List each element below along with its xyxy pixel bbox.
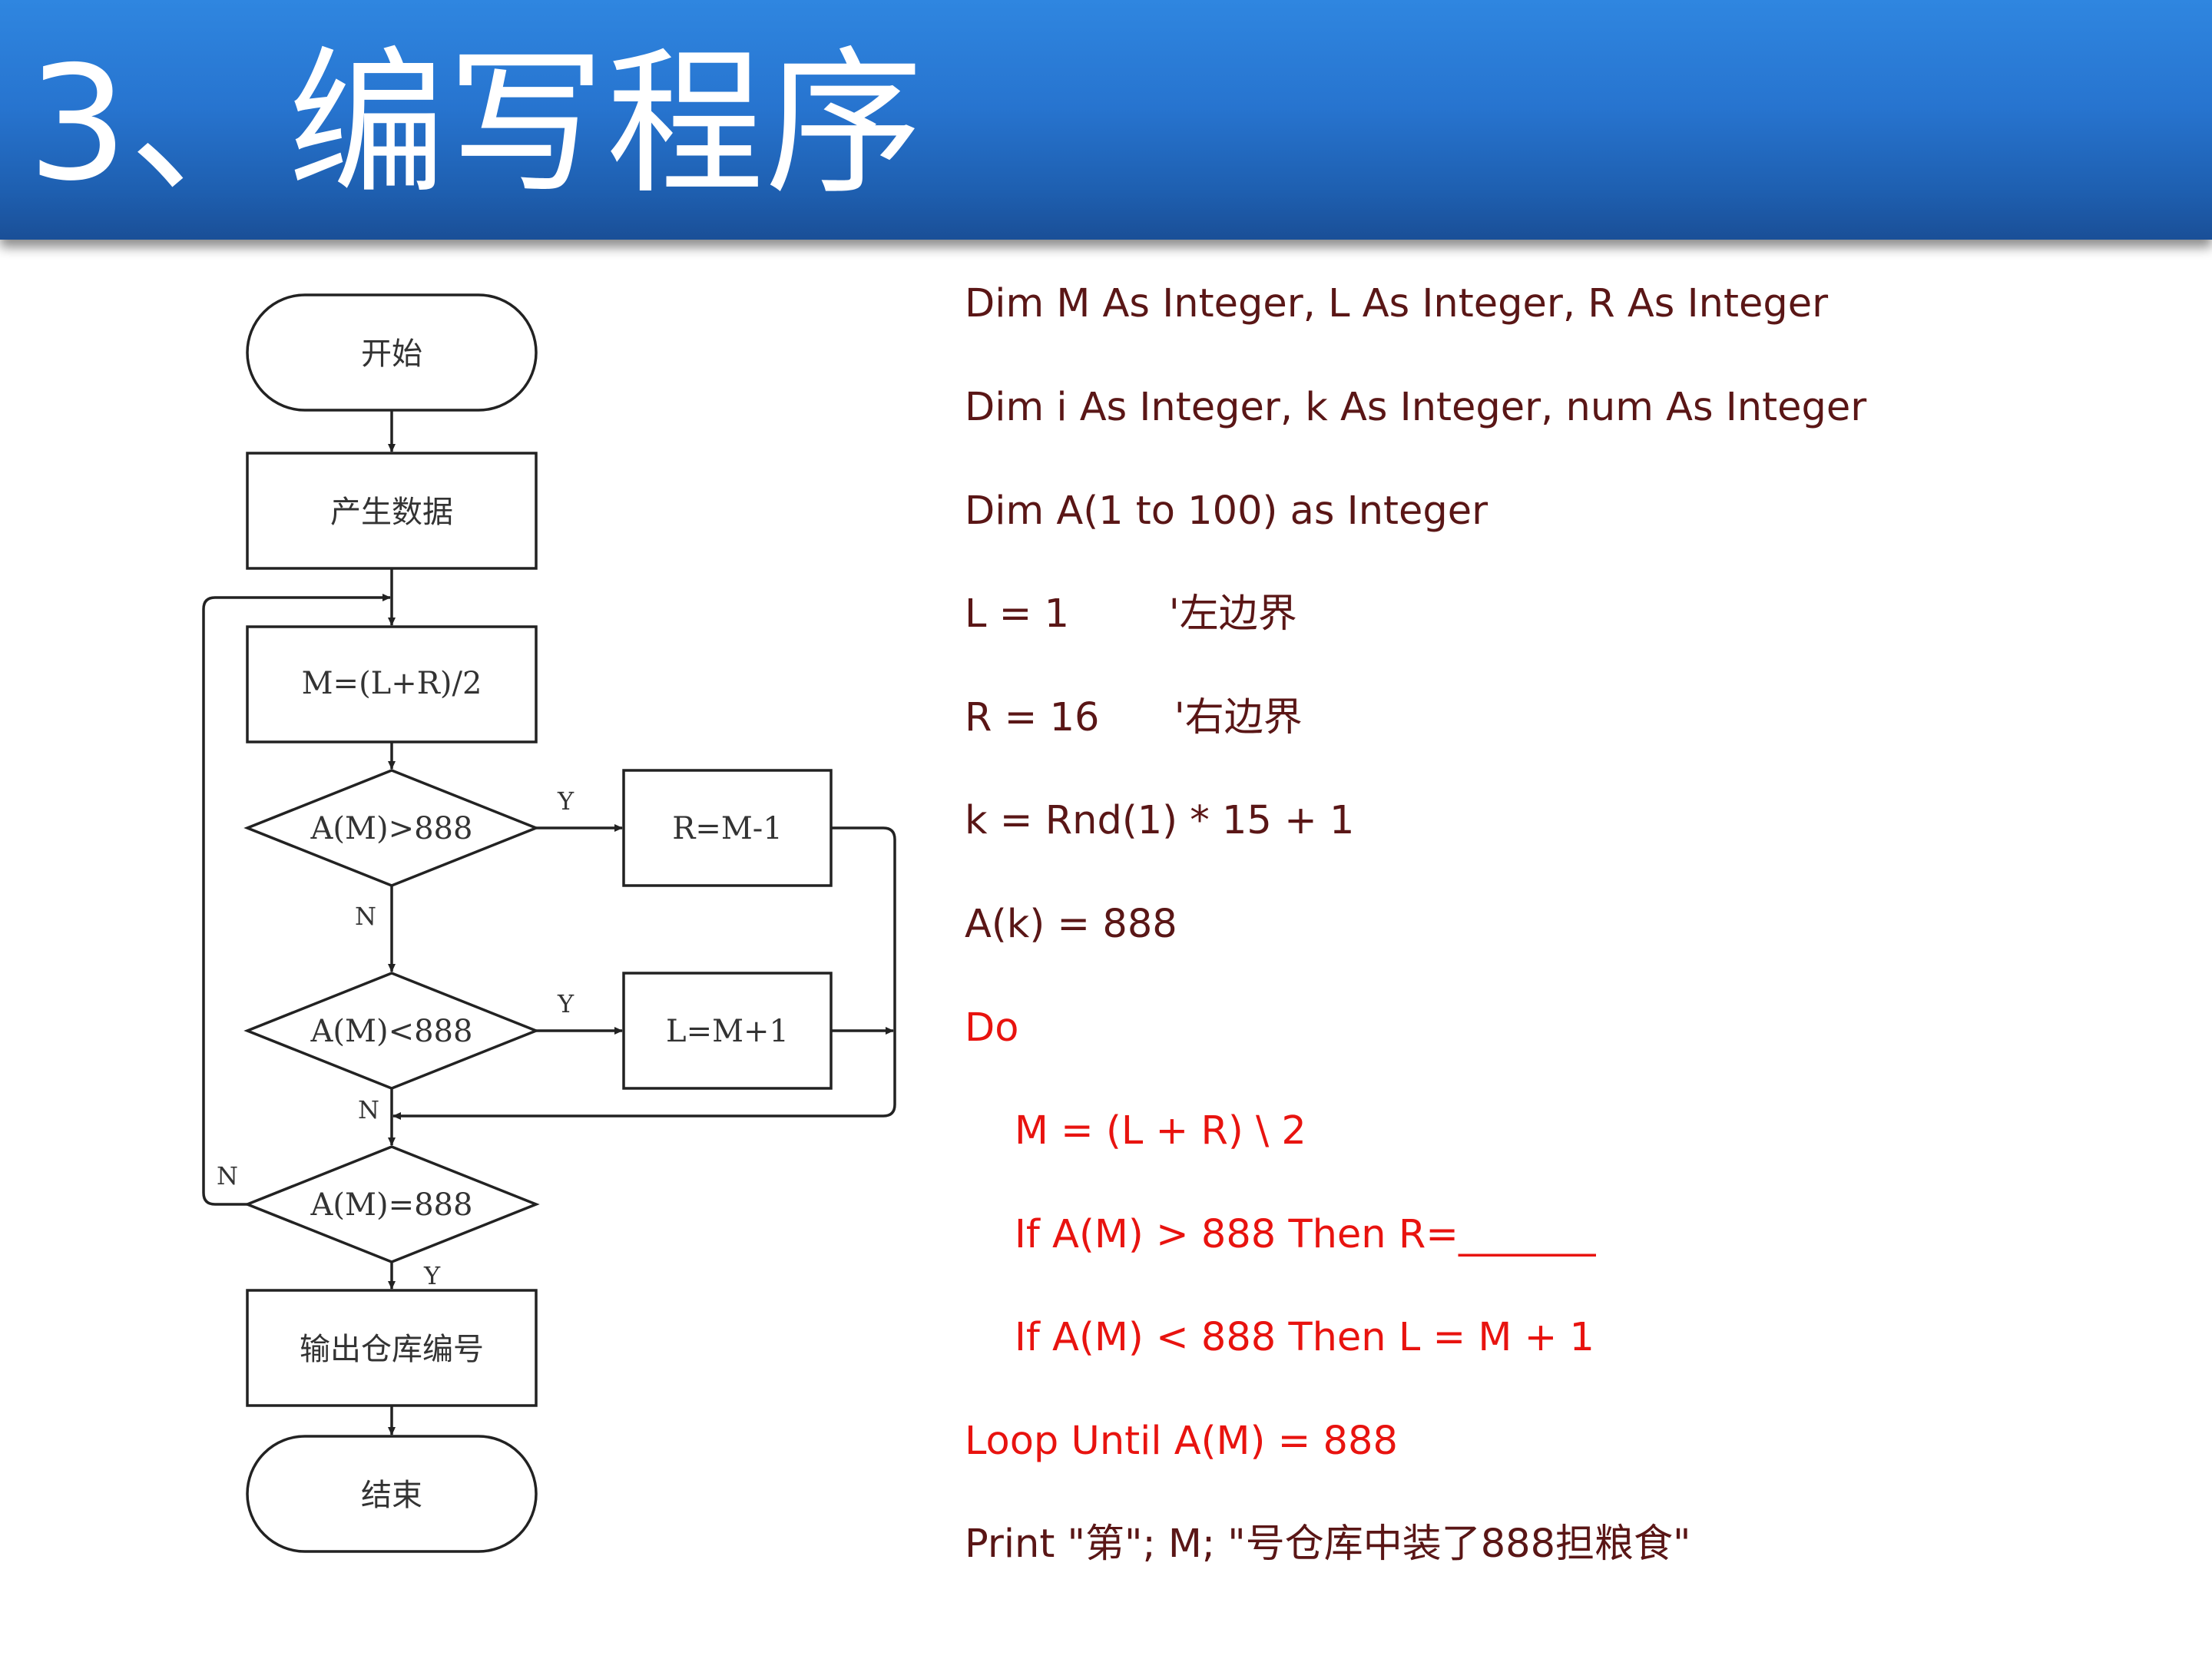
equal-yes-label: Y xyxy=(423,1261,441,1290)
end-terminator xyxy=(246,1435,538,1553)
less-no-label: N xyxy=(358,1095,379,1124)
code-line-2: Dim i As Integer, k As Integer, num As I… xyxy=(965,385,1867,430)
code-line-4: L = 1 '左边界 xyxy=(965,591,1297,637)
generate-label: 产生数据 xyxy=(330,495,453,530)
code-line-7: A(k) = 888 xyxy=(965,902,1177,947)
loop-back-line xyxy=(202,594,391,1206)
equal-no-label: N xyxy=(217,1161,238,1190)
code-line-13: Print "第"; M; "号仓库中装了888担粮食" xyxy=(965,1522,1691,1567)
assign-left-box xyxy=(622,972,833,1090)
code-line-9: M = (L + R) \ 2 xyxy=(965,1108,1306,1154)
code-line-3: Dim A(1 to 100) as Integer xyxy=(965,488,1488,534)
greater-yes-label: Y xyxy=(557,786,575,816)
cond-greater-label: A(M)>888 xyxy=(310,811,473,846)
merge-line-right xyxy=(392,826,896,1120)
code-line-8: Do xyxy=(965,1005,1019,1051)
output-box xyxy=(246,1289,538,1407)
generate-data-box xyxy=(246,452,538,570)
cond-less-label: A(M)<888 xyxy=(310,1014,473,1049)
assign-right-label: R=M-1 xyxy=(672,811,783,846)
slide-title: 3、编写程序 xyxy=(28,33,925,216)
code-line-11: If A(M) < 888 Then L = M + 1 xyxy=(965,1315,1595,1360)
end-label: 结束 xyxy=(361,1478,422,1513)
assign-right-box xyxy=(622,769,833,887)
code-line-10: If A(M) > 888 Then R=_______ xyxy=(965,1212,1596,1257)
less-yes-label: Y xyxy=(557,989,575,1018)
code-line-5: R = 16 '右边界 xyxy=(965,695,1303,740)
title-banner: 3、编写程序 xyxy=(0,0,2212,240)
output-label: 输出仓库编号 xyxy=(300,1332,484,1367)
greater-no-label: N xyxy=(355,902,376,931)
start-label: 开始 xyxy=(361,336,422,372)
code-line-1: Dim M As Integer, L As Integer, R As Int… xyxy=(965,281,1829,326)
code-line-12: Loop Until A(M) = 888 xyxy=(965,1419,1398,1464)
cond-equal-label: A(M)=888 xyxy=(310,1187,473,1223)
cond-equal-diamond xyxy=(243,1145,540,1263)
compute-mid-label: M=(L+R)/2 xyxy=(302,666,482,701)
code-line-6: k = Rnd(1) * 15 + 1 xyxy=(965,798,1355,843)
binary-search-flowchart: 开始 产生数据 M=(L+R)/2 A(M)>888 R=M-1 A(M)<88… xyxy=(202,293,896,1553)
assign-left-label: L=M+1 xyxy=(666,1014,789,1049)
